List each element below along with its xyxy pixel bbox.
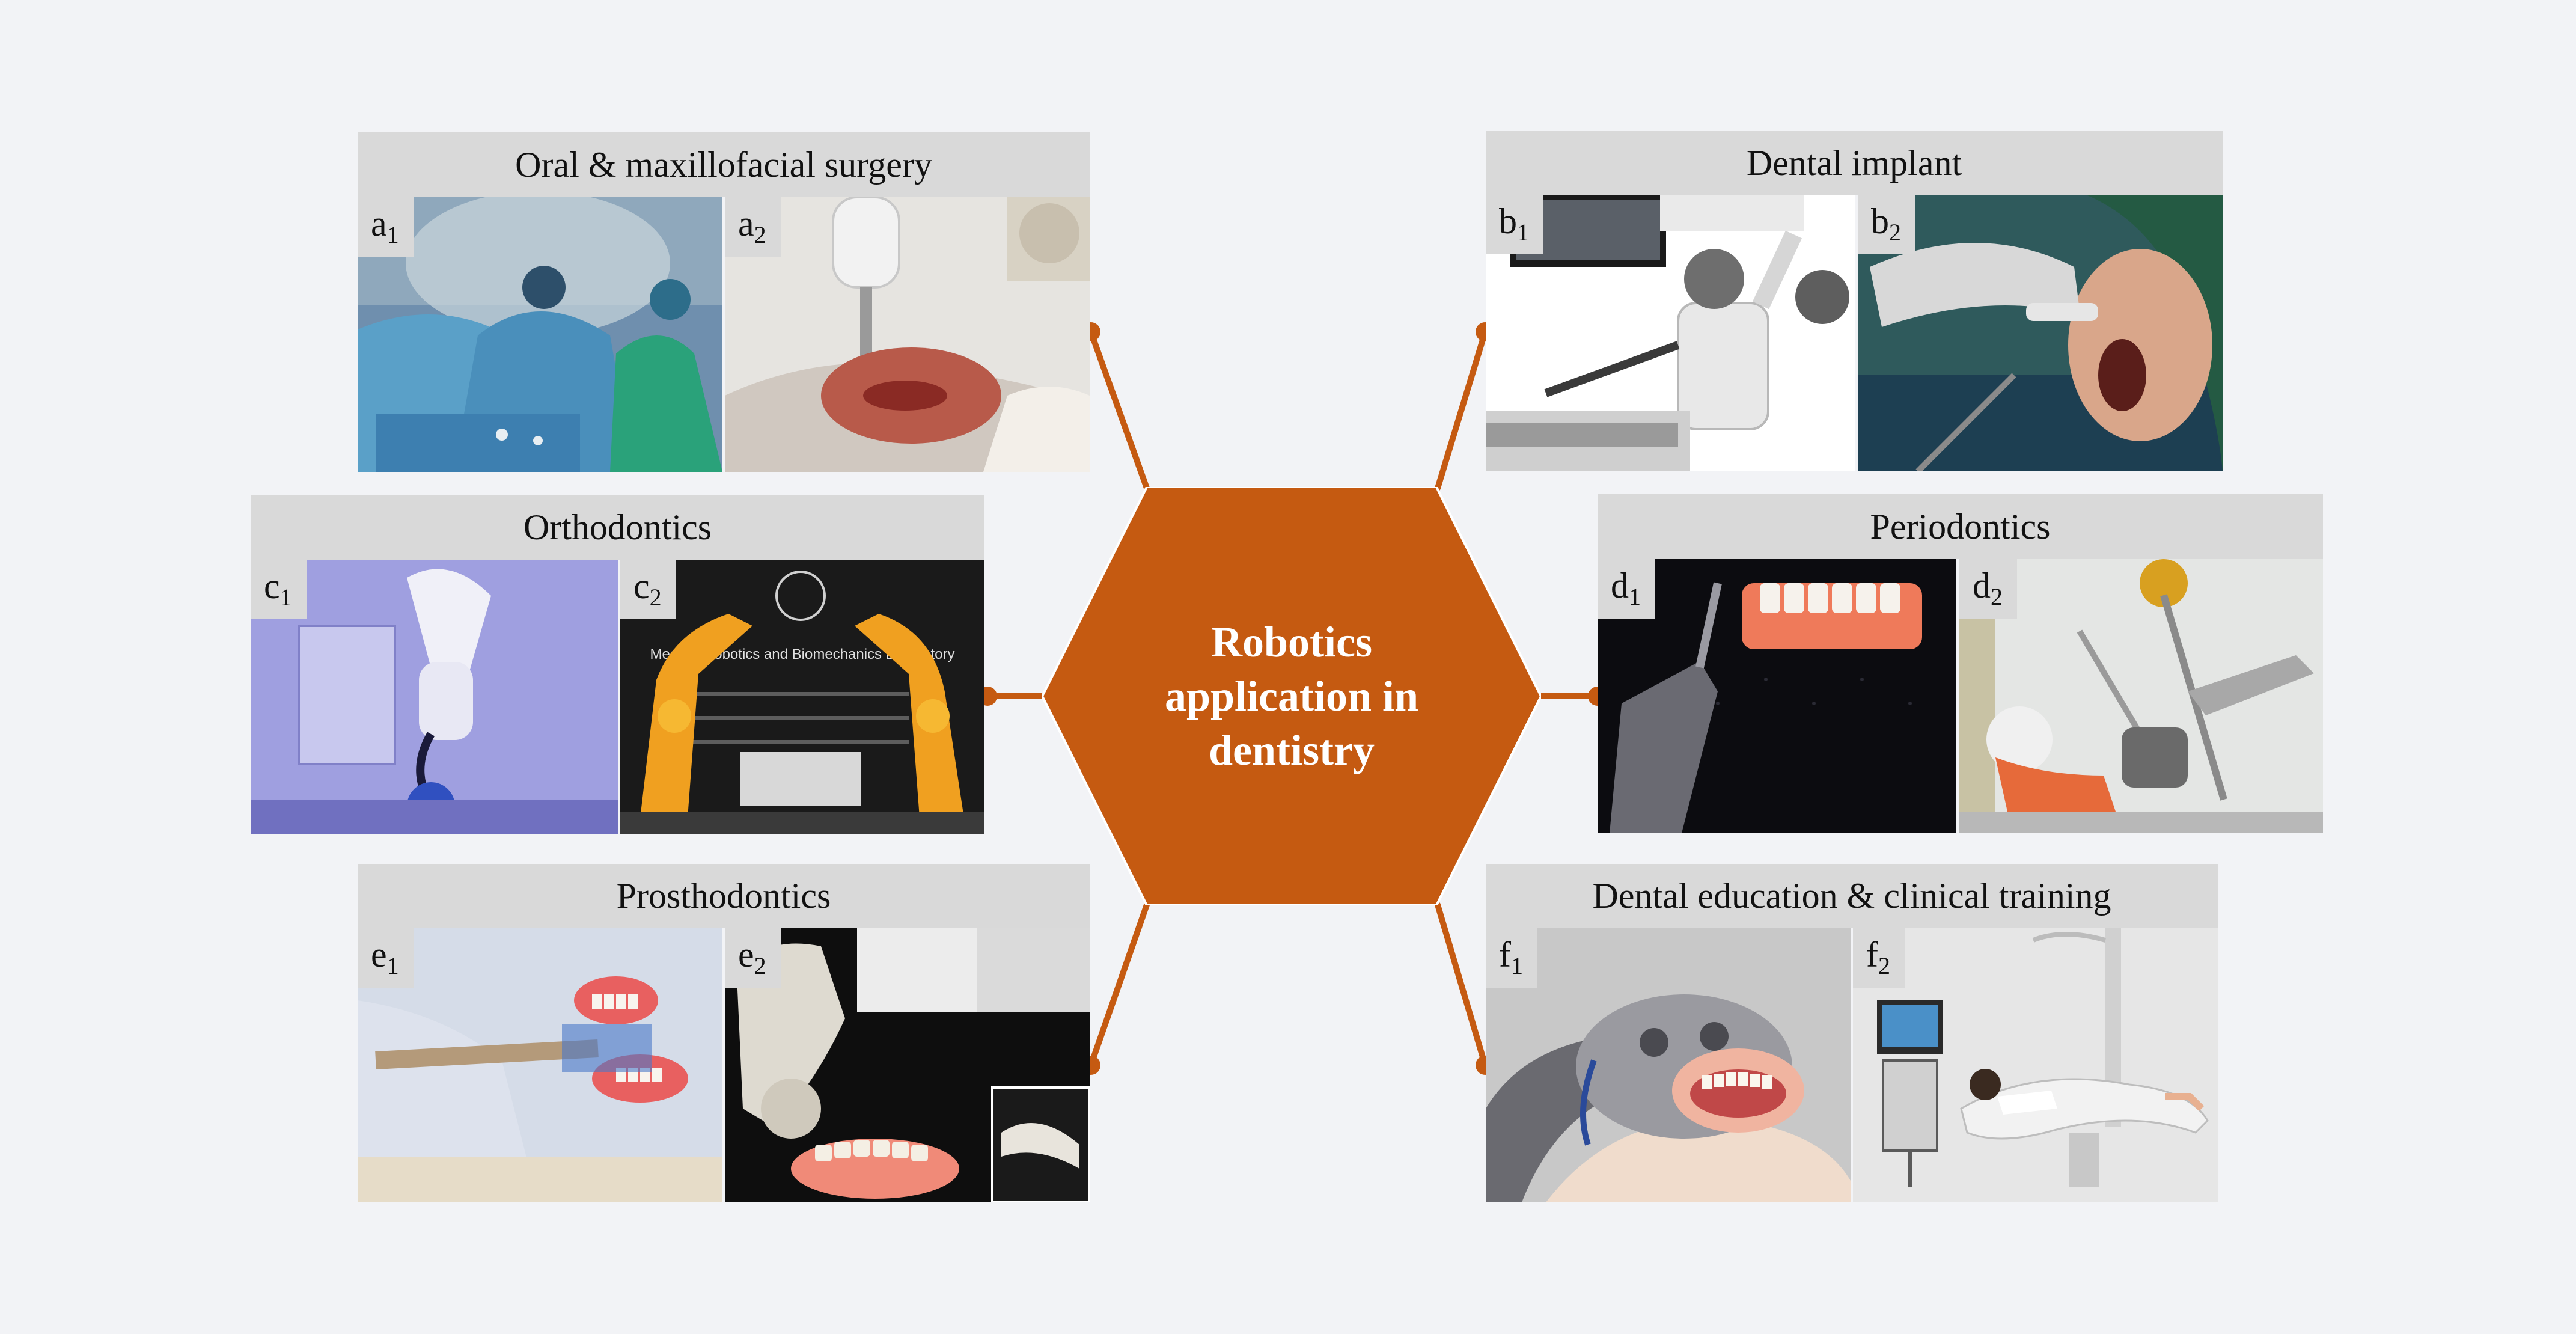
photo-label-c2: c2 xyxy=(620,560,676,619)
panel-title: Dental education & clinical training xyxy=(1486,864,2218,928)
hub-title: Robotics application in dentistry xyxy=(1164,618,1419,774)
photo-label-e1: e1 xyxy=(358,928,414,988)
photo-label-f1: f1 xyxy=(1486,928,1537,988)
photo-label-d1: d1 xyxy=(1598,559,1655,619)
photo-label-a2: a2 xyxy=(725,197,781,257)
photo-label-e2: e2 xyxy=(725,928,781,988)
connector-bottom-right xyxy=(1435,902,1488,1068)
photo-label-d2: d2 xyxy=(1959,559,2017,619)
panel-title: Oral & maxillofacial surgery xyxy=(358,132,1090,197)
photo-label-a1: a1 xyxy=(358,197,414,257)
photo-f2: f2 xyxy=(1853,928,2218,1202)
photo-label-f2: f2 xyxy=(1853,928,1905,988)
panel-dental-implant: Dental implant b1 b2 xyxy=(1486,131,2223,471)
connector-top-left xyxy=(1088,329,1150,491)
connector-top-right xyxy=(1435,329,1488,491)
panel-prosthodontics: Prosthodontics e1 xyxy=(358,864,1090,1202)
photo-label-c1: c1 xyxy=(251,560,307,619)
hexagon-shape xyxy=(1042,487,1541,905)
panel-title: Periodontics xyxy=(1598,494,2323,559)
panel-oral-maxillofacial-surgery: Oral & maxillofacial surgery a1 xyxy=(358,132,1090,472)
photo-d2: d2 xyxy=(1959,559,2323,833)
panel-title: Prosthodontics xyxy=(358,864,1090,928)
hub-hexagon: Robotics application in dentistry xyxy=(1042,487,1541,905)
photo-label-b1: b1 xyxy=(1486,195,1543,254)
photo-b2: b2 xyxy=(1858,195,2223,471)
photo-c2: Medical Robotics and Biomechanics Labora… xyxy=(620,560,984,834)
photo-b1: b1 xyxy=(1486,195,1855,471)
photo-d1: d1 xyxy=(1598,559,1956,833)
panel-dental-education: Dental education & clinical training f1 xyxy=(1486,864,2218,1202)
photo-a1: a1 xyxy=(358,197,722,472)
photo-a2: a2 xyxy=(725,197,1090,472)
panel-periodontics: Periodontics d1 xyxy=(1598,494,2323,833)
panel-title: Dental implant xyxy=(1486,131,2223,195)
photo-c1: c1 xyxy=(251,560,618,834)
photo-e1: e1 xyxy=(358,928,722,1202)
connector-bottom-left xyxy=(1088,902,1150,1068)
panel-title: Orthodontics xyxy=(251,495,984,560)
photo-label-b2: b2 xyxy=(1858,195,1915,254)
photo-f1: f1 xyxy=(1486,928,1851,1202)
panel-orthodontics: Orthodontics c1 Medical Robotics and Bio… xyxy=(251,495,984,834)
photo-e2: e2 xyxy=(725,928,1090,1202)
